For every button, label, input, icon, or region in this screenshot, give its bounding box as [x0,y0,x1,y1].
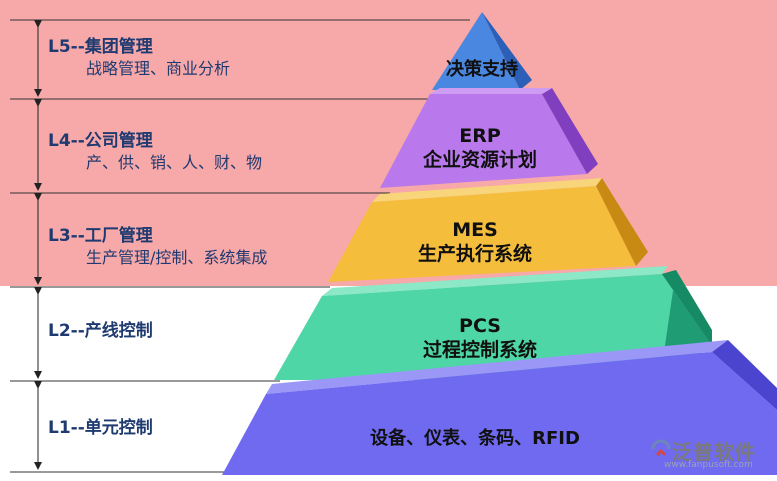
level-subtitle: 战略管理、商业分析 [86,59,231,78]
level-l2: L2--产线控制 [48,320,153,342]
tier-name: 过程控制系统 [422,339,537,361]
level-l5: L5--集团管理 战略管理、商业分析 [48,36,230,80]
tier-name: 企业资源计划 [422,149,537,171]
level-title: L3--工厂管理 [48,226,153,246]
tier-label-base: 设备、仪表、条码、RFID [370,428,580,449]
level-title: L4--公司管理 [48,131,153,151]
level-title: L5--集团管理 [48,37,153,57]
tier-code: PCS [459,315,501,337]
pyramid-tier-mes [328,178,648,282]
tier-label-pcs: PCS 过程控制系统 [400,314,560,362]
brand-logo: 泛普软件 www.fanpusoft.com [650,436,770,476]
level-l4: L4--公司管理 产、供、销、人、财、物 [48,130,262,174]
level-title: L1--单元控制 [48,418,153,438]
level-subtitle: 生产管理/控制、系统集成 [86,248,268,267]
tier-label-decision: 决策支持 [446,59,518,80]
level-l3: L3--工厂管理 生产管理/控制、系统集成 [48,225,267,269]
pyramid-tier-erp [380,88,598,188]
tier-code: ERP [459,125,501,147]
level-subtitle: 产、供、销、人、财、物 [86,153,263,172]
tier-code: MES [452,219,498,241]
tier-label-mes: MES 生产执行系统 [395,218,555,266]
logo-url-text: www.fanpusoft.com [664,460,753,470]
logo-brand-text: 泛普软件 [672,440,756,464]
tier-label-erp: ERP 企业资源计划 [400,124,560,172]
pyramid-tier-decision [432,12,532,90]
level-title: L2--产线控制 [48,321,153,341]
level-l1: L1--单元控制 [48,417,153,439]
logo-icon [651,439,671,457]
tier-name: 生产执行系统 [417,243,532,265]
pyramid-tier-base [222,340,777,475]
